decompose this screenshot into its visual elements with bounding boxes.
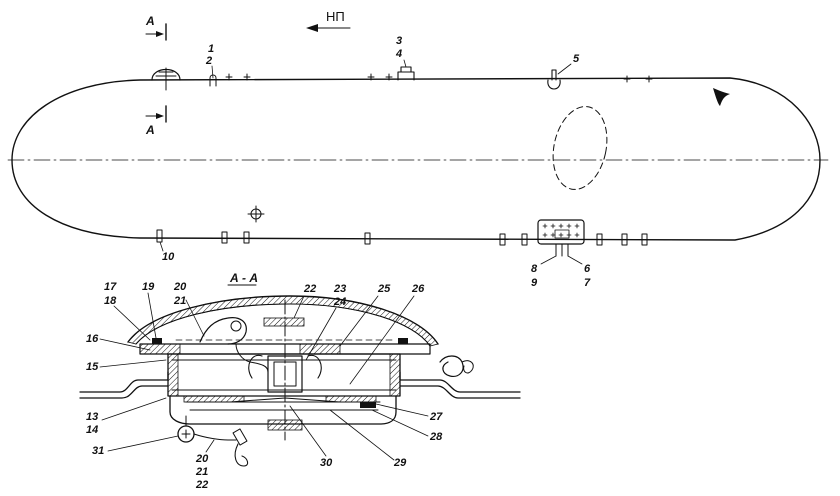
bottom-tray bbox=[169, 395, 397, 425]
callout-21a: 21 bbox=[173, 295, 186, 307]
callout-13: 13 bbox=[86, 411, 98, 423]
bottom-fittings bbox=[156, 229, 648, 246]
callout-23: 23 bbox=[333, 283, 346, 295]
callout-7: 7 bbox=[584, 277, 591, 289]
tether-right bbox=[439, 355, 464, 377]
callout-20a: 20 bbox=[173, 281, 187, 293]
callout-8: 8 bbox=[531, 263, 538, 275]
callout-2: 2 bbox=[205, 55, 212, 67]
callout-17: 17 bbox=[104, 281, 117, 293]
callout-4: 4 bbox=[395, 48, 402, 60]
callout-3: 3 bbox=[396, 35, 402, 47]
section-marker-bottom: А bbox=[145, 123, 155, 137]
section-view-a-a: А - А bbox=[79, 271, 521, 491]
callout-27: 27 bbox=[429, 411, 443, 423]
callout-24: 24 bbox=[333, 296, 346, 308]
target-mark bbox=[247, 205, 265, 223]
callout-22a: 22 bbox=[303, 283, 316, 295]
direction-label: НП bbox=[326, 9, 345, 24]
callout-25: 25 bbox=[377, 283, 391, 295]
hull-side-view: НП А А 1 2 3 4 5 10 8 9 6 bbox=[7, 9, 829, 289]
callout-20b: 20 bbox=[195, 453, 209, 465]
callout-16: 16 bbox=[86, 333, 99, 345]
section-title: А - А bbox=[229, 271, 258, 285]
hull-outline bbox=[11, 77, 821, 241]
dashed-opening bbox=[552, 106, 608, 190]
callout-18: 18 bbox=[104, 295, 117, 307]
callout-26: 26 bbox=[411, 283, 425, 295]
hull-flange bbox=[79, 371, 169, 399]
callout-29: 29 bbox=[393, 457, 407, 469]
bottom-ring bbox=[177, 415, 249, 467]
callout-19: 19 bbox=[142, 281, 155, 293]
section-marker-top: А bbox=[145, 14, 155, 28]
callout-9: 9 bbox=[531, 277, 538, 289]
callout-31: 31 bbox=[92, 445, 104, 457]
top-callouts: 1 2 3 4 5 10 8 9 6 7 bbox=[159, 35, 591, 289]
connector-panel bbox=[537, 219, 585, 257]
callout-22b: 22 bbox=[195, 479, 208, 491]
seal-left bbox=[152, 338, 162, 344]
center-mechanism bbox=[248, 299, 322, 441]
fitting-3-4 bbox=[397, 66, 415, 81]
callout-1: 1 bbox=[208, 43, 214, 55]
bottom-seal bbox=[360, 402, 376, 408]
dark-patch bbox=[713, 88, 730, 106]
callout-10: 10 bbox=[162, 251, 175, 263]
wire-loop-top bbox=[199, 317, 247, 345]
callout-6: 6 bbox=[584, 263, 591, 275]
callout-5: 5 bbox=[573, 53, 580, 65]
callout-28: 28 bbox=[429, 431, 443, 443]
fitting-5 bbox=[547, 69, 561, 90]
callout-30: 30 bbox=[320, 457, 333, 469]
callout-15: 15 bbox=[86, 361, 99, 373]
section-callouts: 17 18 19 20 21 22 23 24 25 26 16 15 13 1… bbox=[86, 281, 443, 491]
section-marker: А А bbox=[145, 14, 167, 137]
callout-21b: 21 bbox=[195, 466, 208, 478]
direction-indicator: НП bbox=[306, 9, 351, 32]
seal-right bbox=[398, 338, 408, 344]
callout-14: 14 bbox=[86, 424, 98, 436]
rivet-marks bbox=[225, 73, 653, 83]
